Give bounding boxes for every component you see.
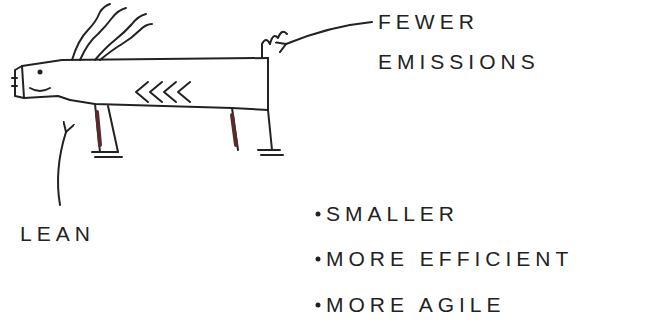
bullet-dot — [316, 212, 321, 217]
hoof — [258, 150, 283, 155]
bullet-dot — [316, 303, 321, 308]
eye — [39, 71, 42, 74]
leg-shading — [232, 115, 236, 145]
head-outline — [15, 60, 70, 100]
leg — [268, 110, 272, 150]
speed-chevrons — [136, 82, 190, 102]
leader-arrow — [286, 22, 372, 44]
nostrils — [12, 78, 17, 86]
callout-text: FEWER EMISSIONS — [378, 2, 518, 82]
bullet-text: SMALLER — [326, 194, 646, 234]
belly-line — [70, 100, 268, 110]
horn — [100, 24, 152, 60]
horn — [95, 14, 146, 60]
leg — [108, 106, 118, 152]
bullet-text: MORE AGILE — [326, 285, 646, 325]
rump-line — [267, 58, 269, 110]
bullet-dot — [316, 257, 321, 262]
emission-puff — [262, 32, 287, 58]
leg — [232, 108, 238, 150]
hoof — [92, 152, 122, 157]
horn — [72, 4, 110, 60]
callout-text: LEAN — [20, 214, 140, 254]
leg-shading — [97, 112, 100, 145]
snout — [22, 66, 24, 98]
back-line — [62, 58, 268, 60]
bullet-text: MORE EFFICIENT — [326, 239, 651, 279]
leader-arrow — [58, 132, 66, 205]
leg — [95, 104, 100, 152]
mouth — [30, 88, 50, 91]
